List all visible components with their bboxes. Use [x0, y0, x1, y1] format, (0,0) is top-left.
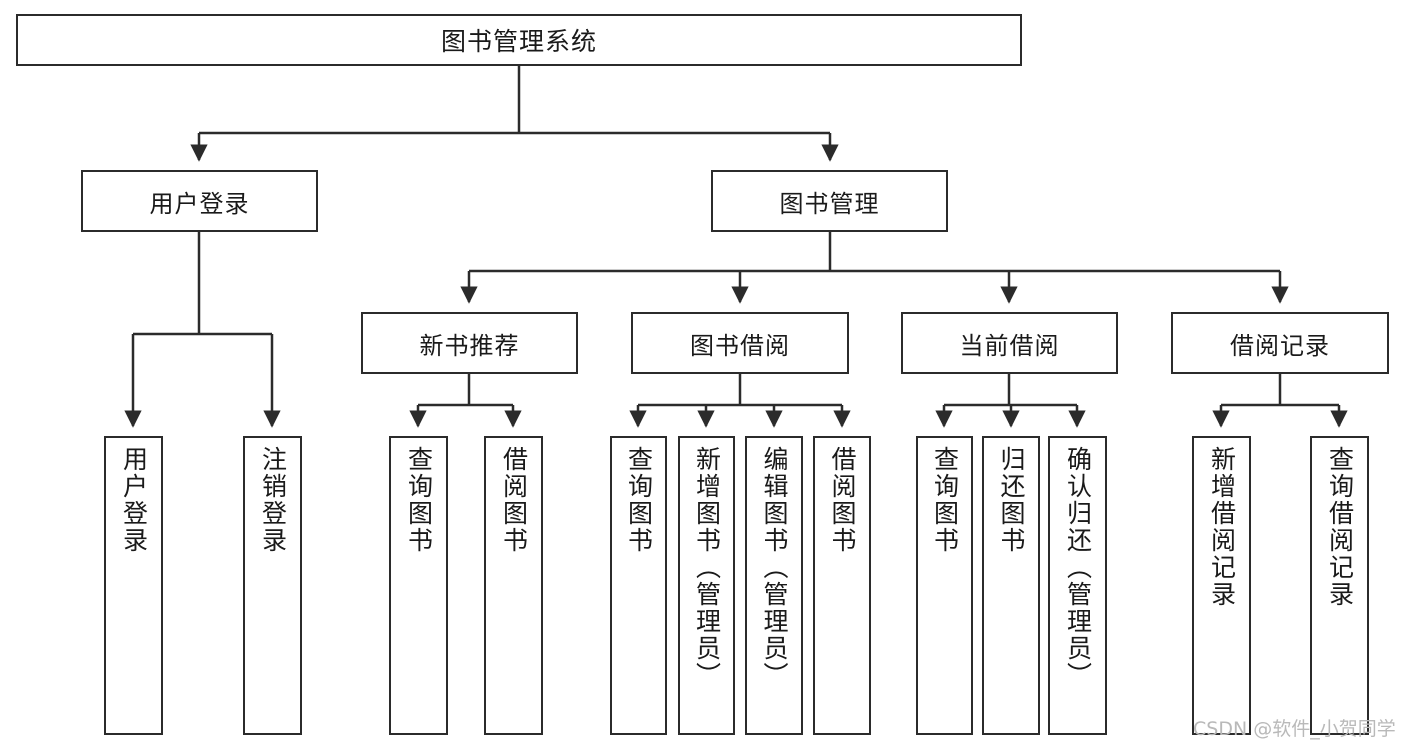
- node-book-borrow[interactable]: 图书借阅: [631, 312, 849, 374]
- node-current-borrow[interactable]: 当前借阅: [901, 312, 1118, 374]
- node-book-borrow-label: 图书借阅: [690, 331, 790, 360]
- node-root[interactable]: 图书管理系统: [16, 14, 1022, 66]
- leaf-logout-label: 注销登录: [258, 446, 288, 554]
- leaf-query-book-borrow[interactable]: 查询图书: [610, 436, 667, 735]
- leaf-add-book-admin-label: 新增图书（管理员）: [692, 446, 722, 689]
- leaf-edit-book-admin[interactable]: 编辑图书（管理员）: [745, 436, 803, 735]
- leaf-add-borrow-record[interactable]: 新增借阅记录: [1192, 436, 1251, 735]
- leaf-confirm-return-admin[interactable]: 确认归还（管理员）: [1048, 436, 1107, 735]
- node-borrow-record[interactable]: 借阅记录: [1171, 312, 1389, 374]
- watermark: CSDN @软件_小贺同学: [1193, 718, 1396, 740]
- leaf-add-book-admin[interactable]: 新增图书（管理员）: [678, 436, 735, 735]
- leaf-borrow-book[interactable]: 借阅图书: [813, 436, 871, 735]
- node-user-login-label: 用户登录: [149, 189, 250, 218]
- leaf-query-book-current[interactable]: 查询图书: [916, 436, 973, 735]
- leaf-logout[interactable]: 注销登录: [243, 436, 302, 735]
- leaf-query-borrow-record[interactable]: 查询借阅记录: [1310, 436, 1369, 735]
- leaf-borrow-book-recommend[interactable]: 借阅图书: [484, 436, 543, 735]
- leaf-add-borrow-record-label: 新增借阅记录: [1207, 446, 1237, 608]
- leaf-query-book-recommend[interactable]: 查询图书: [389, 436, 448, 735]
- node-user-login[interactable]: 用户登录: [81, 170, 318, 232]
- leaf-return-book-label: 归还图书: [997, 446, 1026, 554]
- leaf-confirm-return-admin-label: 确认归还（管理员）: [1063, 446, 1093, 689]
- node-borrow-record-label: 借阅记录: [1230, 331, 1330, 360]
- leaf-edit-book-admin-label: 编辑图书（管理员）: [760, 446, 789, 689]
- node-new-book-recommend[interactable]: 新书推荐: [361, 312, 578, 374]
- node-book-management-label: 图书管理: [779, 189, 880, 218]
- leaf-user-login[interactable]: 用户登录: [104, 436, 163, 735]
- leaf-query-borrow-record-label: 查询借阅记录: [1325, 446, 1355, 608]
- leaf-query-book-current-label: 查询图书: [930, 446, 960, 554]
- leaf-borrow-book-label: 借阅图书: [828, 446, 857, 554]
- leaf-query-book-borrow-label: 查询图书: [624, 446, 654, 554]
- node-book-management[interactable]: 图书管理: [711, 170, 948, 232]
- leaf-user-login-label: 用户登录: [119, 446, 149, 554]
- node-new-book-recommend-label: 新书推荐: [419, 331, 520, 360]
- leaf-query-book-recommend-label: 查询图书: [404, 446, 434, 554]
- node-current-borrow-label: 当前借阅: [959, 331, 1060, 360]
- node-root-label: 图书管理系统: [440, 27, 597, 56]
- leaf-return-book[interactable]: 归还图书: [982, 436, 1040, 735]
- leaf-borrow-book-recommend-label: 借阅图书: [499, 446, 529, 554]
